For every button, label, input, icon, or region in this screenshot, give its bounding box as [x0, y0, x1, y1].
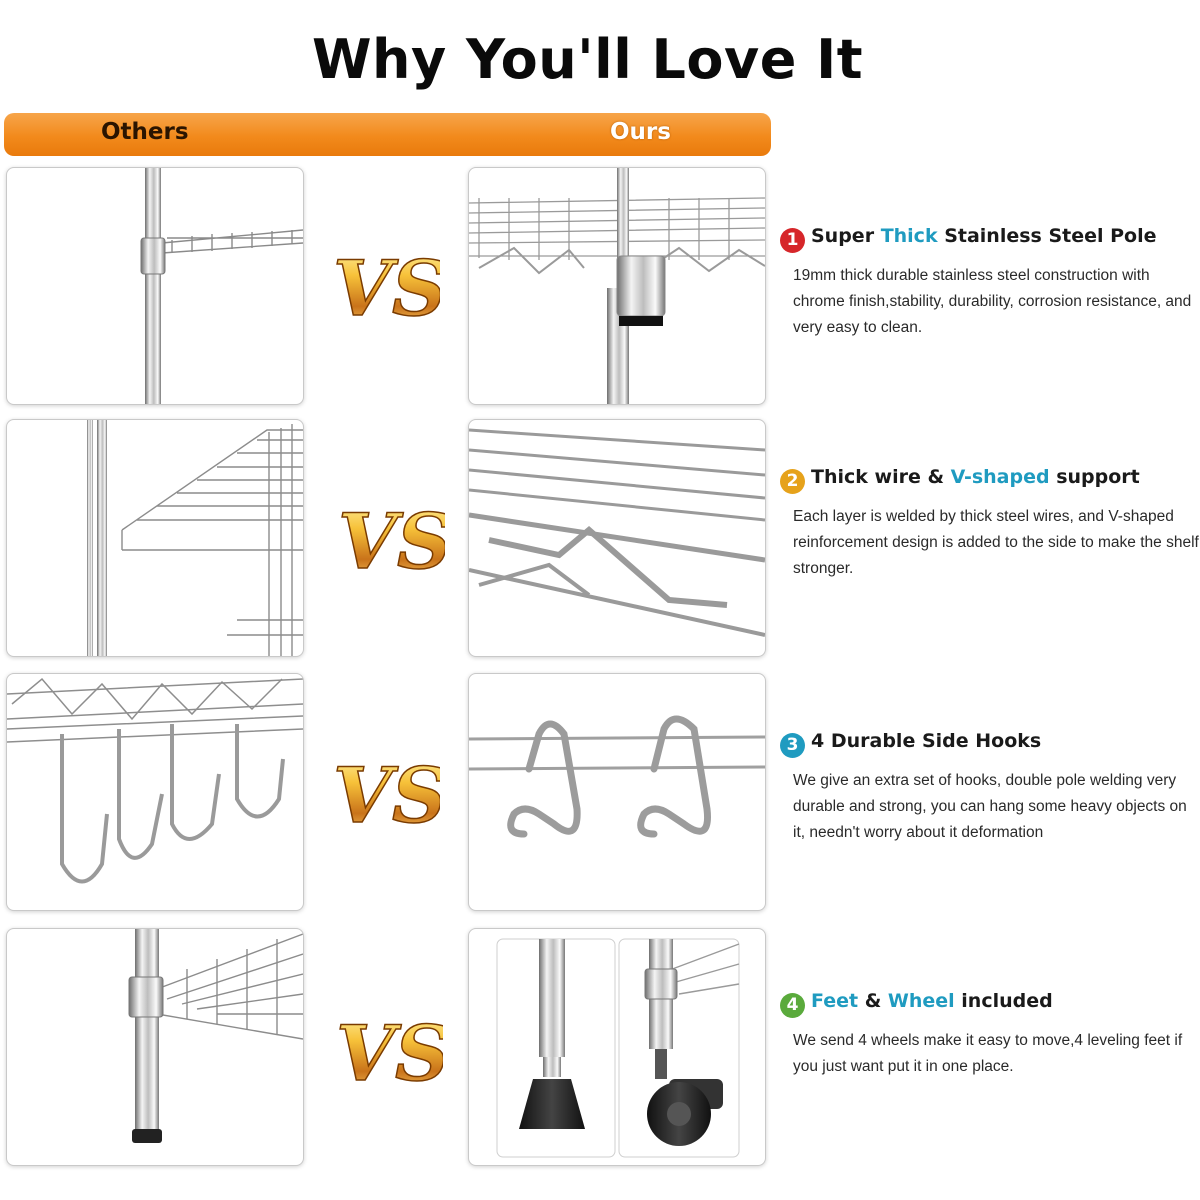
others-pole-image [6, 167, 304, 405]
feature-4: 4 Feet & Wheel included We send 4 wheels … [780, 990, 1200, 1080]
others-foot-image [6, 928, 304, 1166]
badge-3-icon: 3 [780, 733, 805, 758]
ours-hooks-image [468, 673, 766, 911]
others-wire-image [6, 419, 304, 657]
feature-3: 3 4 Durable Side Hooks We give an extra s… [780, 730, 1200, 846]
others-hooks-image [6, 673, 304, 911]
feature-1-title-rest: Stainless Steel Pole [937, 225, 1157, 247]
svg-text:VS: VS [333, 752, 440, 832]
vs-badge-1: VS [332, 245, 440, 325]
feature-4-description: We send 4 wheels make it easy to move,4 … [793, 1032, 1183, 1075]
feature-4-title-and: & [858, 990, 888, 1012]
ours-label: Ours [610, 119, 671, 145]
ours-pole-image [468, 167, 766, 405]
page-title: Why You'll Love It [311, 28, 864, 91]
feature-4-title-rest: included [954, 990, 1053, 1012]
feature-4-title-wheel: Wheel [887, 990, 955, 1012]
feature-3-description: We give an extra set of hooks, double po… [793, 772, 1187, 841]
svg-text:VS: VS [333, 245, 440, 325]
feature-2-title-rest: support [1049, 466, 1140, 488]
badge-4-icon: 4 [780, 993, 805, 1018]
vs-badge-2: VS [337, 498, 445, 578]
feature-1-title-highlight: Thick [880, 225, 938, 247]
feature-1: 1 Super Thick Stainless Steel Pole 19mm t… [780, 225, 1200, 341]
others-label: Others [101, 119, 189, 145]
feature-2-title-highlight: V-shaped [950, 466, 1050, 488]
vs-badge-3: VS [332, 752, 440, 832]
feature-3-title: 4 Durable Side Hooks [811, 730, 1042, 752]
svg-text:VS: VS [338, 498, 445, 578]
feature-2-title-pre: Thick wire & [811, 466, 951, 488]
feature-1-title-pre: Super [811, 225, 881, 247]
badge-2-icon: 2 [780, 469, 805, 494]
svg-text:VS: VS [336, 1010, 443, 1090]
feature-4-title-feet: Feet [811, 990, 859, 1012]
comparison-header-bar: Others Ours [4, 113, 771, 156]
feature-1-description: 19mm thick durable stainless steel const… [793, 267, 1192, 336]
ours-wire-image [468, 419, 766, 657]
vs-badge-4: VS [335, 1010, 443, 1090]
ours-feet-wheel-image [468, 928, 766, 1166]
feature-2: 2 Thick wire & V-shaped support Each laye… [780, 466, 1200, 582]
feature-2-description: Each layer is welded by thick steel wire… [793, 508, 1199, 577]
badge-1-icon: 1 [780, 228, 805, 253]
